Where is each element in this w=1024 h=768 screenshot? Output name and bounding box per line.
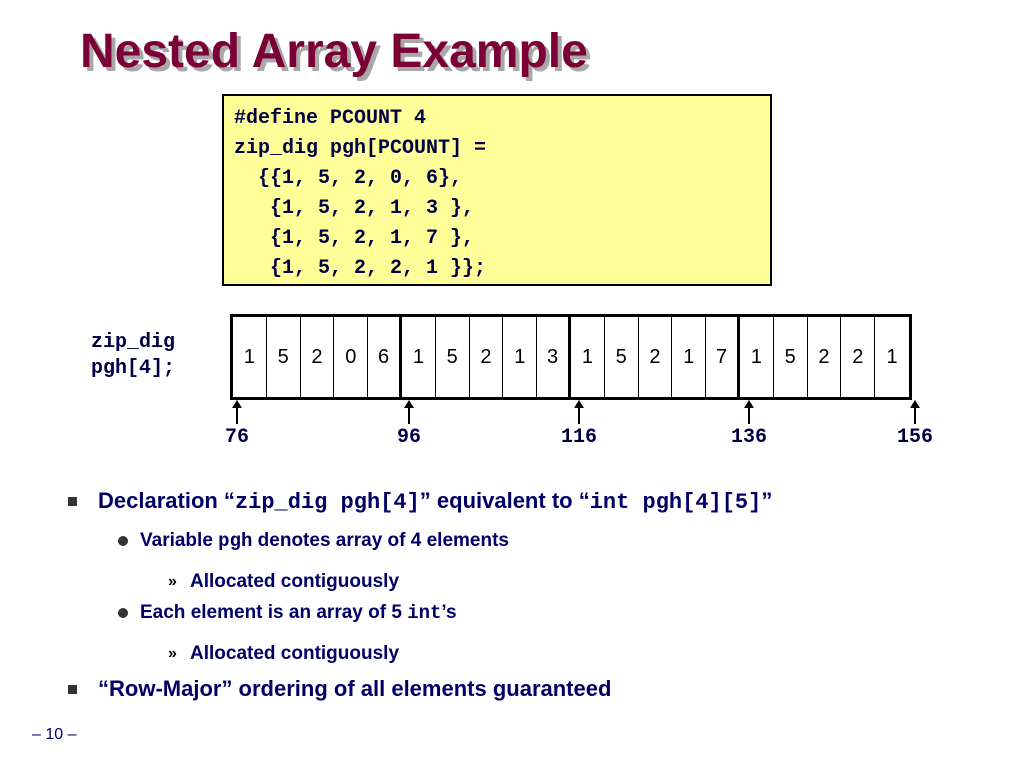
array-cell: 5 (605, 317, 639, 397)
array-cell: 2 (808, 317, 842, 397)
sub-bullet-variable: Variable pgh denotes array of 4 elements (60, 526, 1000, 562)
address-marker: 96 (379, 400, 439, 449)
up-arrow-icon (574, 400, 584, 424)
sub-sub-bullet: » Allocated contiguously (60, 562, 1000, 598)
address-label: 76 (224, 426, 249, 449)
address-marker: 116 (549, 400, 609, 449)
page-number: – 10 – (32, 726, 77, 743)
array-cell: 1 (886, 345, 898, 368)
bullet-text: Each element is an array of 5 (140, 602, 408, 623)
array-cell: 3 (537, 317, 571, 397)
array-cell: 2 (470, 317, 504, 397)
array-cell: 1 (672, 317, 707, 397)
array-label-name: pgh[4]; (90, 357, 175, 380)
code-inline: pgh (218, 530, 253, 552)
up-arrow-icon (910, 400, 920, 424)
up-arrow-icon (404, 400, 414, 424)
bullet-text: Variable (140, 530, 219, 551)
array-label-type: zip_dig (90, 331, 175, 354)
code-line: #define PCOUNT 4 (234, 107, 427, 130)
address-label: 136 (730, 426, 767, 449)
array-cell: 0 (334, 317, 369, 397)
sub-bullet-element: Each element is an array of 5 int’s (60, 598, 1000, 634)
chevron-bullet-icon: » (168, 573, 177, 590)
round-bullet-icon (118, 536, 128, 546)
round-bullet-icon (118, 608, 128, 618)
array-cell: 5 (774, 317, 808, 397)
bullet-text: denotes array of 4 elements (252, 530, 509, 551)
code-line: {1, 5, 2, 1, 3 }, (234, 197, 475, 220)
array-cell: 2 (841, 317, 876, 397)
array-cell: 1 (233, 317, 267, 397)
array-cell: 2 (301, 317, 335, 397)
code-line: zip_dig pgh[PCOUNT] = (234, 137, 487, 160)
bullet-text: ’s (441, 602, 457, 623)
array-label: zip_dig pgh[4]; (78, 330, 188, 382)
bullet-list: Declaration “zip_dig pgh[4]” equivalent … (60, 486, 1000, 714)
array-cell: 5 (436, 317, 470, 397)
bullet-text: ” equivalent to “ (419, 488, 590, 513)
slide-title: Nested Array Example (80, 25, 588, 78)
array-cell: 7 (706, 317, 740, 397)
bullet-text: ” (761, 488, 773, 513)
code-inline: zip_dig pgh[4] (234, 490, 420, 515)
address-marker: 136 (719, 400, 779, 449)
bullet-text: Declaration “ (98, 488, 235, 513)
chevron-bullet-icon: » (168, 645, 177, 662)
address-label: 96 (396, 426, 421, 449)
address-label: 116 (560, 426, 597, 449)
array-cell: 1 (402, 317, 436, 397)
array-cell: 5 (267, 317, 301, 397)
array-cell: 1 (503, 317, 538, 397)
bullet-row-major: “Row-Major” ordering of all elements gua… (60, 674, 1000, 714)
code-inline: int pgh[4][5] (589, 490, 762, 515)
address-marker: 156 (885, 400, 945, 449)
code-line: {{1, 5, 2, 0, 6}, (234, 167, 463, 190)
code-box: #define PCOUNT 4 zip_dig pgh[PCOUNT] = {… (222, 94, 772, 286)
array-cell: 6 (368, 317, 402, 397)
square-bullet-icon (68, 497, 77, 506)
array-cell: 1 (740, 317, 774, 397)
square-bullet-icon (68, 685, 77, 694)
array-cell: 1 (571, 317, 605, 397)
code-line: {1, 5, 2, 2, 1 }}; (234, 257, 487, 280)
bullet-declaration: Declaration “zip_dig pgh[4]” equivalent … (60, 486, 1000, 526)
bullet-text: Allocated contiguously (190, 571, 400, 592)
array-cell: 2 (639, 317, 673, 397)
address-markers: 76 96 116 136 156 (0, 400, 1024, 460)
bullet-text: Allocated contiguously (190, 643, 400, 664)
sub-sub-bullet: » Allocated contiguously (60, 634, 1000, 670)
bullet-text: “Row-Major” ordering of all elements gua… (98, 676, 612, 701)
code-line: {1, 5, 2, 1, 7 }, (234, 227, 475, 250)
up-arrow-icon (232, 400, 242, 424)
address-label: 156 (896, 426, 933, 449)
code-inline: int (407, 602, 442, 624)
up-arrow-icon (744, 400, 754, 424)
address-marker: 76 (207, 400, 267, 449)
